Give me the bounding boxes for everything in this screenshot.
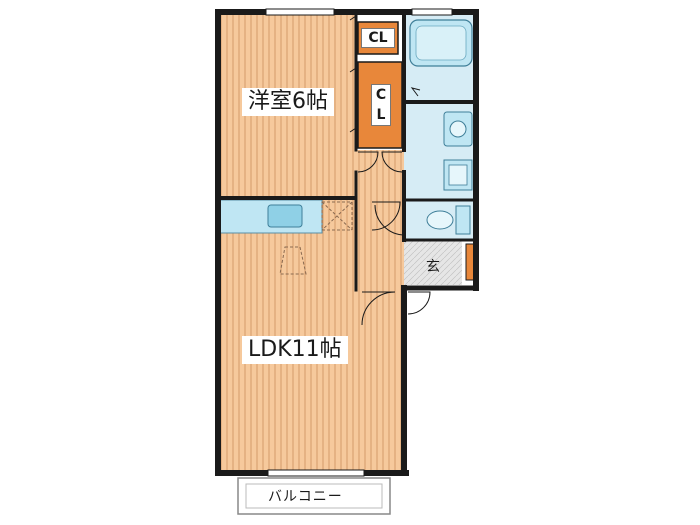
kitchen-sink (267, 204, 303, 228)
window-top-right (411, 8, 453, 16)
genkan-floor (404, 240, 462, 285)
closet-top-label: CL (361, 28, 395, 48)
closet-side-label-l: L (376, 107, 386, 123)
genkan-label: 玄 (426, 259, 440, 275)
western-room-label: 洋室6帖 (242, 88, 334, 116)
bathtub-inner (415, 25, 467, 61)
closet-side-label: C L (371, 84, 391, 126)
fridge-space (321, 201, 353, 231)
ldk-label: LDK11帖 (242, 336, 348, 364)
door-swings (349, 15, 431, 326)
window-bottom (267, 469, 365, 477)
range-hood (279, 246, 307, 275)
walls (215, 9, 479, 476)
balcony-label: バルコニー (266, 486, 345, 506)
closet-side-label-c: C (375, 87, 387, 103)
washing-machine-lid (448, 164, 468, 186)
toilet-bowl (426, 210, 454, 230)
toilet-tank (455, 205, 471, 235)
window-top-left (265, 8, 335, 16)
hallway-floor (355, 150, 405, 285)
wash-basin-bowl (449, 120, 467, 138)
fridge-space-cross (321, 201, 353, 231)
